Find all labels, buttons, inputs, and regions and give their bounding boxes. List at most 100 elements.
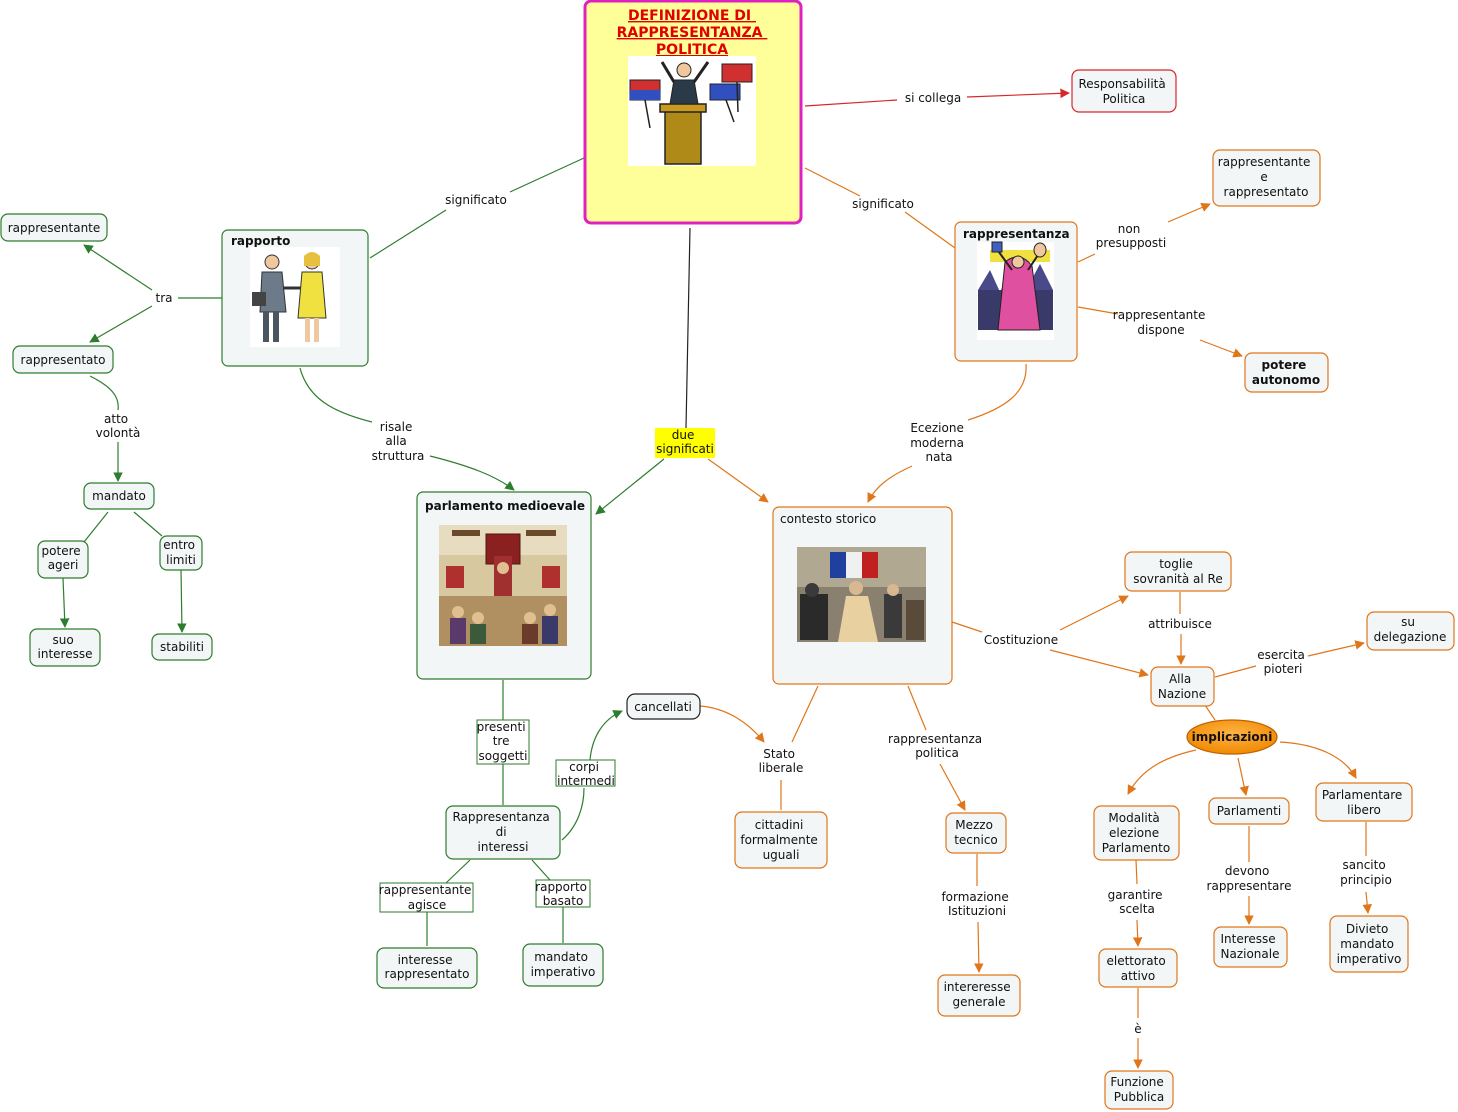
link-root-responsabilita xyxy=(804,99,898,107)
parlamento-label: parlamento medioevale xyxy=(425,499,585,513)
label-e: è xyxy=(1134,1022,1141,1036)
node-interesse-nazionale[interactable]: Interesse Nazionale xyxy=(1213,926,1288,968)
label-formazione: formazione Istituzioni xyxy=(941,890,1012,918)
label-eccezione: Ecezione moderna nata xyxy=(910,421,968,464)
node-mandato[interactable]: mandato xyxy=(83,482,155,510)
node-rappresentante[interactable]: rappresentante xyxy=(0,213,108,242)
label-si-collega: si collega xyxy=(905,91,961,105)
svg-text:potere ageri: potere ageri xyxy=(42,544,85,572)
root-node[interactable]: DEFINIZIONE DI RAPPRESENTANZA POLITICA xyxy=(583,0,803,225)
link-cancellati-stato xyxy=(699,705,765,743)
svg-text:Alla Nazione: Alla Nazione xyxy=(1158,672,1206,701)
link-rappresentanza-eccezione xyxy=(967,363,1027,421)
label-esercita: esercita pioteri xyxy=(1257,648,1309,676)
label-presenti: presenti tre soggetti xyxy=(477,720,530,763)
node-rappresentanza[interactable]: rappresentanza xyxy=(954,221,1078,362)
label-stato-liberale: Stato liberale xyxy=(759,747,804,775)
node-parlamenti[interactable]: Parlamenti xyxy=(1208,797,1290,825)
svg-text:entro limiti: entro limiti xyxy=(163,538,199,567)
vote-podium-image xyxy=(628,56,756,166)
svg-text:Divieto mandato im: Divieto mandato imperativo xyxy=(1337,922,1402,966)
node-rappresentato[interactable]: rappresentato xyxy=(12,345,114,374)
node-mandato-imperativo[interactable]: mandato imperativo xyxy=(522,943,604,987)
link-si-collega-responsabilita xyxy=(966,88,1070,99)
node-interesse-rappresentato[interactable]: interesse rappresentato xyxy=(376,947,478,989)
label-non-presupposti: non presupposti xyxy=(1096,222,1166,250)
node-parlamento[interactable]: parlamento medioevale xyxy=(416,491,592,680)
node-responsabilita[interactable]: Responsabilità Politica xyxy=(1071,69,1177,113)
node-alla-nazione[interactable]: Alla Nazione xyxy=(1150,666,1215,707)
link-nazione-esercita xyxy=(1214,665,1257,678)
node-contesto[interactable]: contesto storico xyxy=(772,506,953,685)
connectors xyxy=(59,88,1372,1069)
link-rappresentato-atto xyxy=(89,375,119,411)
link-rapporto-risale xyxy=(299,367,373,423)
basato-box xyxy=(535,879,591,908)
label-tra: tra xyxy=(156,291,173,305)
node-entro-limiti[interactable]: entro limiti xyxy=(159,535,203,571)
node-rapp-e-rapp[interactable]: rappresentante e rappresentato xyxy=(1212,149,1321,207)
link-formazione-interesse xyxy=(974,921,984,973)
handshake-image xyxy=(250,247,340,347)
node-divieto[interactable]: Divieto mandato imperativo xyxy=(1329,915,1409,973)
node-interesse-generale[interactable]: intereresse generale xyxy=(937,974,1021,1017)
node-modalita[interactable]: Modalità elezione Parlamento xyxy=(1093,805,1180,861)
node-potere-ageri[interactable]: potere ageri xyxy=(37,540,89,579)
link-significato-rapporto xyxy=(369,209,447,259)
rapporto-label: rapporto xyxy=(231,234,290,248)
svg-text:rappresentato: rappresentato xyxy=(21,353,106,367)
presenti-box xyxy=(476,719,530,765)
node-su-delegazione[interactable]: su delegazione xyxy=(1366,611,1455,651)
link-dispone-potere xyxy=(1199,339,1243,358)
svg-text:rappresentante: rappresentante xyxy=(8,221,101,235)
label-significato-right: significato xyxy=(852,197,914,211)
svg-text:stabiliti: stabiliti xyxy=(160,640,204,654)
node-funzione[interactable]: Funzione Pubblica xyxy=(1104,1070,1174,1110)
node-parlamentare-libero[interactable]: Parlamentare libero xyxy=(1315,782,1413,822)
node-suo-interesse[interactable]: suo interesse xyxy=(29,628,101,667)
node-mezzo-tecnico[interactable]: Mezzo tecnico xyxy=(945,812,1007,854)
svg-text:Responsabilità Politica: Responsabilità Politica xyxy=(1078,77,1169,106)
svg-text:cancellati: cancellati xyxy=(634,700,692,714)
svg-text:implicazioni: implicazioni xyxy=(1192,730,1273,744)
link-root-due xyxy=(685,227,691,429)
link-entro-stabiliti xyxy=(177,569,187,633)
link-contesto-stato xyxy=(791,685,819,743)
dancing-figure-image xyxy=(977,241,1054,340)
node-rapporto[interactable]: rapporto xyxy=(221,229,369,367)
svg-text:Rappresentanza di: Rappresentanza di interessi xyxy=(452,810,553,854)
root-title: DEFINIZIONE DI RAPPRESENTANZA POLITICA xyxy=(617,8,768,58)
svg-text:interesse rappresentato: interesse rappresentato xyxy=(385,953,470,981)
link-costituzione-toglie xyxy=(1059,595,1129,631)
link-modalita-garantire xyxy=(1135,859,1138,885)
svg-text:intereresse generale: intereresse generale xyxy=(944,980,1015,1009)
svg-text:Parlamenti: Parlamenti xyxy=(1217,804,1281,818)
node-rapp-interessi[interactable]: Rappresentanza di interessi xyxy=(445,805,561,860)
node-cancellati[interactable]: cancellati xyxy=(626,693,701,720)
link-potere-suo xyxy=(59,577,70,628)
liberty-painting-image xyxy=(797,547,926,642)
svg-text:Parlamentare libero: Parlamentare libero xyxy=(1322,788,1406,817)
node-cittadini[interactable]: cittadini formalmente uguali xyxy=(734,811,828,869)
node-elettorato[interactable]: elettorato attivo xyxy=(1098,948,1178,988)
rappresentanza-label: rappresentanza xyxy=(963,227,1070,241)
svg-text:toglie sovranità al Re: toglie sovranità al Re xyxy=(1133,557,1222,586)
label-corpi: corpi intermedi xyxy=(557,760,615,788)
link-corpi-cancellati xyxy=(589,710,623,761)
node-implicazioni[interactable]: implicazioni xyxy=(1186,719,1278,755)
svg-text:Modalità elezione: Modalità elezione Parlamento xyxy=(1102,811,1170,855)
link-esercita-delegazione xyxy=(1307,640,1365,657)
svg-text:potere autonomo: potere autonomo xyxy=(1252,358,1320,387)
label-rappresentante-dispone: rappresentante dispone xyxy=(1113,308,1209,337)
due-significati-highlight xyxy=(655,428,715,458)
label-costituzione: Costituzione xyxy=(984,633,1058,647)
link-nazione-implicazioni xyxy=(1204,704,1216,721)
label-agisce: rappresentante agisce xyxy=(379,883,475,912)
label-sancito: sancito principio xyxy=(1340,858,1392,887)
node-stabiliti[interactable]: stabiliti xyxy=(151,633,213,661)
node-potere-autonomo[interactable]: potere autonomo xyxy=(1244,352,1329,393)
node-toglie[interactable]: toglie sovranità al Re xyxy=(1124,551,1232,592)
link-due-parlamento xyxy=(595,458,665,515)
corpi-box xyxy=(555,759,616,787)
